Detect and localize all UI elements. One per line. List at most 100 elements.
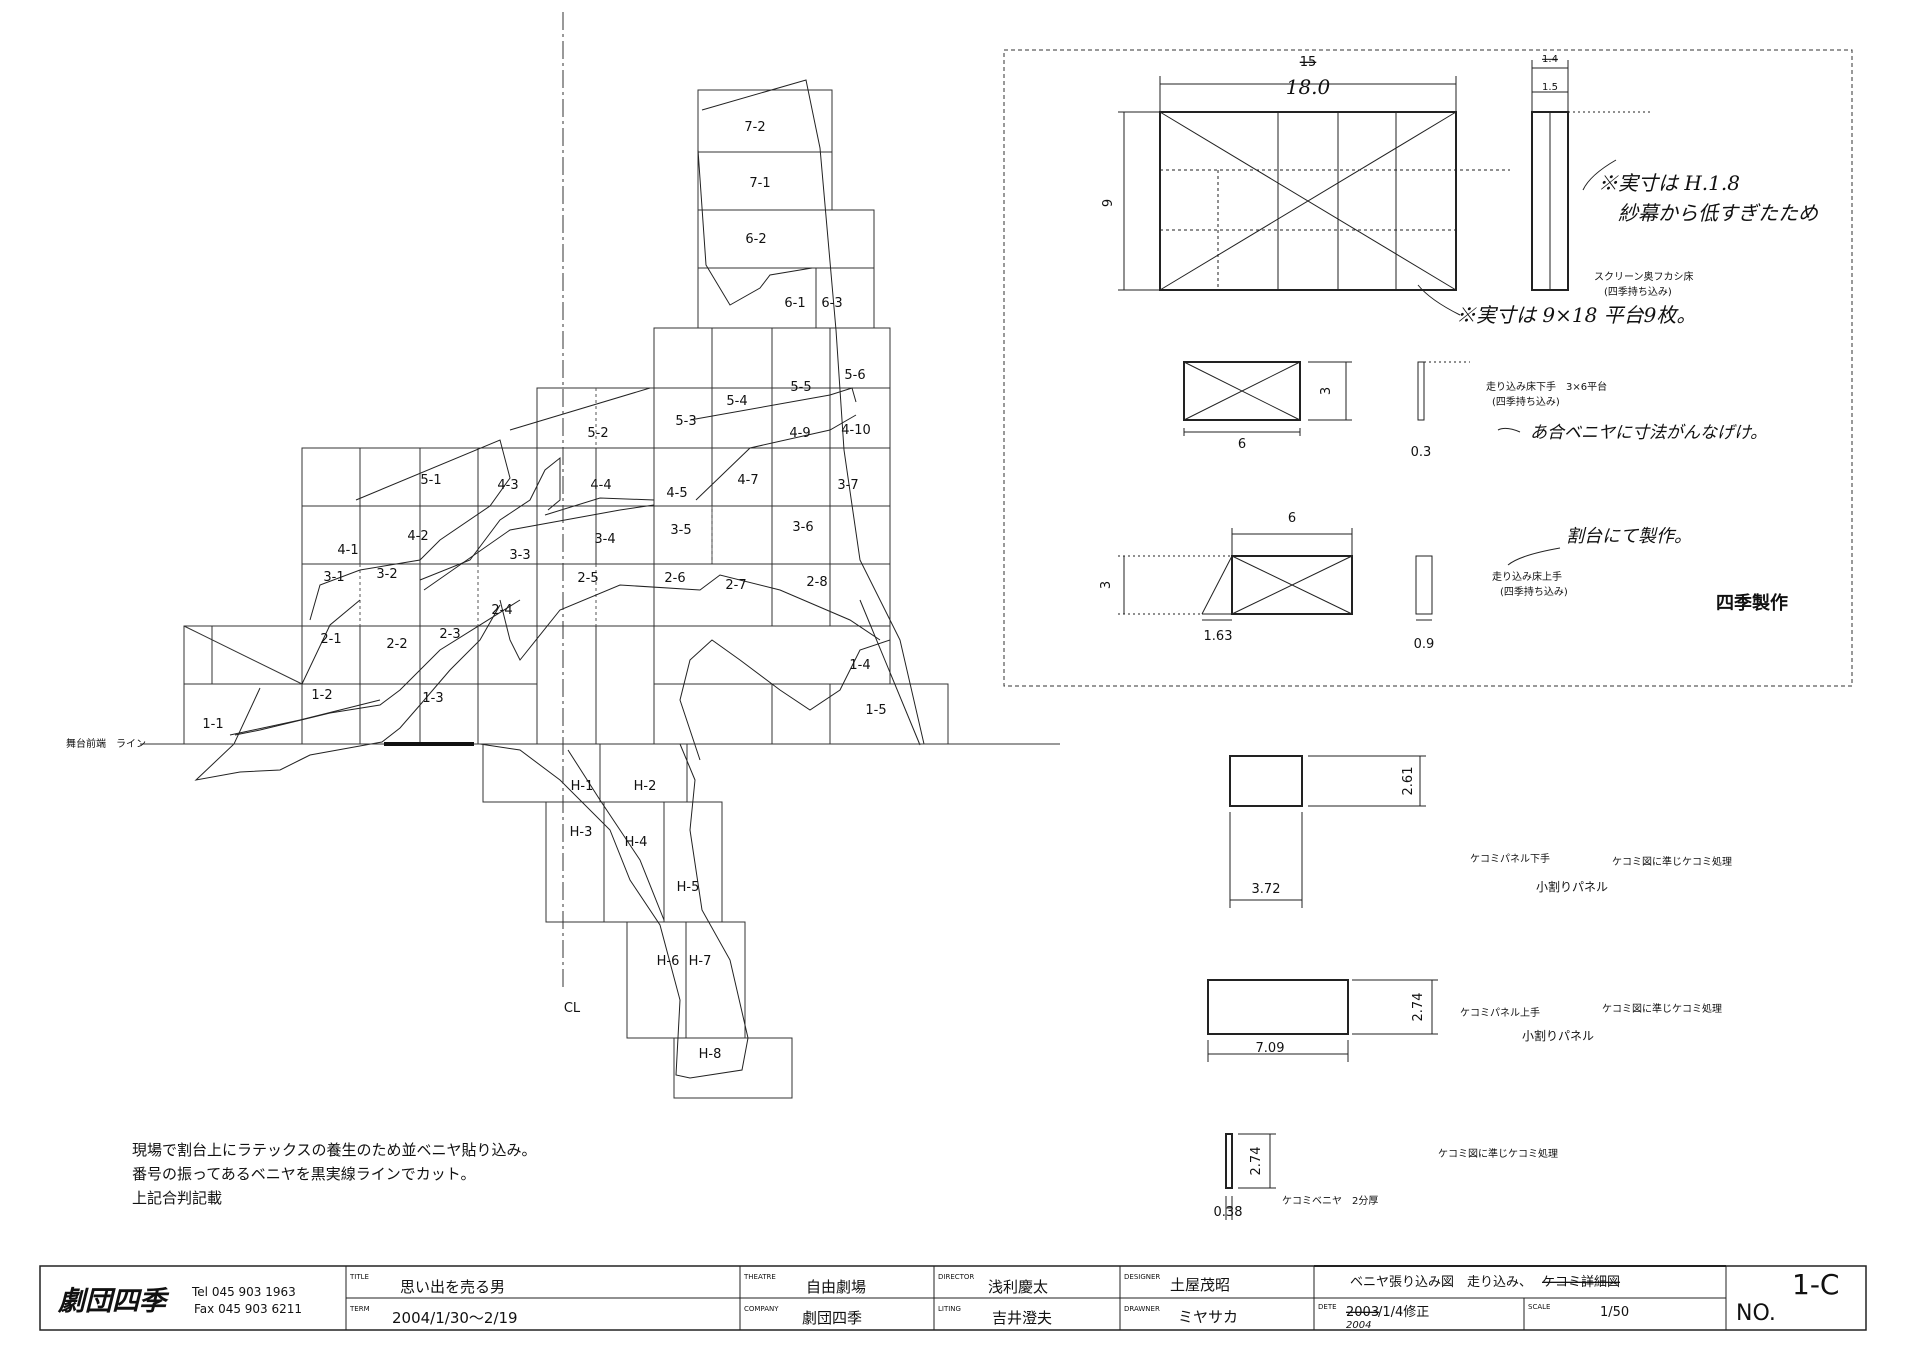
panel-label-1-5: 1-5	[865, 703, 886, 718]
note-line-3: 上記合判記載	[132, 1189, 222, 1207]
designer-value: 土屋茂昭	[1170, 1276, 1230, 1294]
runin-kamite-label: 走り込み床上手	[1492, 570, 1562, 583]
panel-label-h-6: H-6	[657, 954, 680, 969]
dim-top: 18.0	[1286, 75, 1331, 99]
runin-shimote-t: 0.3	[1411, 445, 1432, 460]
detail-frame	[1003, 49, 1853, 687]
theatre-key: THEATRE	[743, 1273, 776, 1281]
kekomi-shimote-label: ケコミパネル下手	[1470, 852, 1550, 865]
detail-kekomi-shimote: 3.72 2.61 ケコミパネル下手 ケコミ図に準じケコミ処理 小割りパネル	[1229, 755, 1732, 908]
kekomi-kamite-note: ケコミ図に準じケコミ処理	[1602, 1002, 1722, 1015]
scale-key: SCALE	[1528, 1303, 1550, 1311]
panel-label-4-1: 4-1	[337, 543, 358, 558]
no-label: NO.	[1736, 1301, 1776, 1326]
drawing-title: ベニヤ張り込み図 走り込み、	[1350, 1275, 1532, 1290]
kekomi-veneer-w: 0.38	[1214, 1205, 1243, 1220]
detail-screen-floor: 15 18.0 1.4 1.5 9 スクリーン奥フカシ床 (四季持ち込み) ※実…	[1101, 54, 1819, 327]
panel-label-6-3: 6-3	[821, 296, 842, 311]
cl-label: CL	[564, 1001, 581, 1016]
director-key: DIRECTOR	[938, 1273, 974, 1281]
kekomi-kamite-w: 7.09	[1256, 1041, 1285, 1056]
panel-label-6-1: 6-1	[784, 296, 805, 311]
stage-front-line: 舞台前端 ライン	[66, 737, 1060, 750]
kekomi-shimote-w: 3.72	[1252, 882, 1281, 897]
screen-floor-sub: (四季持ち込み)	[1604, 285, 1672, 298]
panel-label-3-5: 3-5	[670, 523, 691, 538]
tel: Tel 045 903 1963	[191, 1285, 296, 1299]
theatre-value: 自由劇場	[806, 1278, 866, 1296]
panel-label-h-8: H-8	[699, 1047, 722, 1062]
panel-label-4-7: 4-7	[737, 473, 758, 488]
title-value: 思い出を売る男	[400, 1278, 505, 1296]
runin-shimote-w: 6	[1238, 437, 1246, 452]
company-value: 劇団四季	[802, 1309, 862, 1327]
term-value: 2004/1/30〜2/19	[392, 1309, 518, 1327]
runin-kamite-w: 6	[1288, 511, 1296, 526]
detail-runin-shimote: 6 3 0.3 走り込み床下手 3×6平台 (四季持ち込み) あ合ベニヤに寸法が…	[1183, 361, 1767, 460]
panel-label-2-8: 2-8	[806, 575, 827, 590]
panel-label-7-2: 7-2	[744, 120, 765, 135]
runin-shimote-label: 走り込み床下手 3×6平台	[1486, 380, 1607, 393]
panel-label-6-2: 6-2	[745, 232, 766, 247]
panel-label-2-4: 2-4	[491, 603, 512, 618]
runin-kamite-sub: (四季持ち込み)	[1500, 585, 1568, 598]
panel-label-3-3: 3-3	[509, 548, 530, 563]
lighting-key: LITING	[938, 1305, 961, 1313]
panel-label-5-2: 5-2	[587, 426, 608, 441]
panel-label-2-1: 2-1	[320, 632, 341, 647]
fax: Fax 045 903 6211	[194, 1302, 302, 1316]
drawner-value: ミヤサカ	[1178, 1308, 1238, 1326]
dim-struck-top: 15	[1300, 55, 1317, 70]
runin-kamite-hand: 割台にて製作。	[1566, 526, 1692, 547]
panel-label-5-1: 5-1	[420, 473, 441, 488]
panel-label-2-5: 2-5	[577, 571, 598, 586]
panel-label-4-10: 4-10	[841, 423, 871, 438]
lighting-value: 吉井澄夫	[992, 1309, 1052, 1327]
panel-label-h-7: H-7	[689, 954, 712, 969]
panel-labels: 7-2 7-1 6-2 6-1 6-3 5-2 5-3 5-4 5-5 5-6 …	[202, 120, 886, 1062]
panel-label-4-5: 4-5	[666, 486, 687, 501]
panel-label-5-3: 5-3	[675, 414, 696, 429]
dim-height: 9	[1101, 199, 1116, 207]
panel-label-5-6: 5-6	[844, 368, 865, 383]
term-key: TERM	[349, 1305, 370, 1313]
panel-label-h-1: H-1	[571, 779, 594, 794]
general-notes: 現場で割台上にラテックスの養生のため並ベニヤ貼り込み。 番号の振ってあるベニヤを…	[132, 1141, 537, 1207]
note-line-2: 番号の振ってあるベニヤを黒実線ラインでカット。	[132, 1165, 476, 1183]
kekomi-kamite-sub: 小割りパネル	[1522, 1028, 1594, 1043]
panel-label-h-2: H-2	[634, 779, 657, 794]
runin-shimote-h: 3	[1319, 387, 1334, 395]
panel-label-5-4: 5-4	[726, 394, 747, 409]
kekomi-veneer-h: 2.74	[1249, 1147, 1264, 1176]
panel-label-4-3: 4-3	[497, 478, 518, 493]
detail-kekomi-kamite: 7.09 2.74 ケコミパネル上手 ケコミ図に準じケコミ処理 小割りパネル	[1207, 979, 1722, 1062]
dim-side: 1.5	[1542, 82, 1558, 93]
panel-label-7-1: 7-1	[749, 176, 770, 191]
dim-side-struck: 1.4	[1542, 54, 1558, 65]
panel-label-1-1: 1-1	[202, 717, 223, 732]
panel-label-h-4: H-4	[625, 835, 648, 850]
panel-label-3-7: 3-7	[837, 478, 858, 493]
stage-plan	[183, 79, 949, 1099]
scale-value: 1/50	[1600, 1305, 1629, 1320]
panel-label-3-1: 3-1	[323, 570, 344, 585]
kekomi-shimote-sub: 小割りパネル	[1536, 879, 1608, 894]
kekomi-kamite-h: 2.74	[1411, 993, 1426, 1022]
panel-label-2-3: 2-3	[439, 627, 460, 642]
sheet-number: 1-C	[1792, 1268, 1839, 1301]
date-hand: 2004	[1346, 1320, 1371, 1331]
runin-kamite-h: 3	[1099, 581, 1114, 589]
hand-note-3: ※実寸は 9×18 平台9枚。	[1456, 303, 1696, 327]
centerline: CL	[562, 12, 581, 1016]
panel-label-3-2: 3-2	[376, 567, 397, 582]
hand-note-1: ※実寸は H.1.8	[1598, 171, 1740, 195]
runin-shimote-hand: あ合ベニヤに寸法がんなげけ。	[1530, 423, 1767, 443]
drawner-key: DRAWNER	[1124, 1305, 1160, 1313]
panel-label-3-4: 3-4	[594, 532, 615, 547]
kekomi-veneer-note: ケコミ図に準じケコミ処理	[1438, 1147, 1558, 1160]
panel-label-2-7: 2-7	[725, 578, 746, 593]
panel-label-1-3: 1-3	[422, 691, 443, 706]
title-block: 劇団四季 Tel 045 903 1963 Fax 045 903 6211 T…	[39, 1265, 1867, 1331]
director-value: 浅利慶太	[988, 1278, 1048, 1296]
